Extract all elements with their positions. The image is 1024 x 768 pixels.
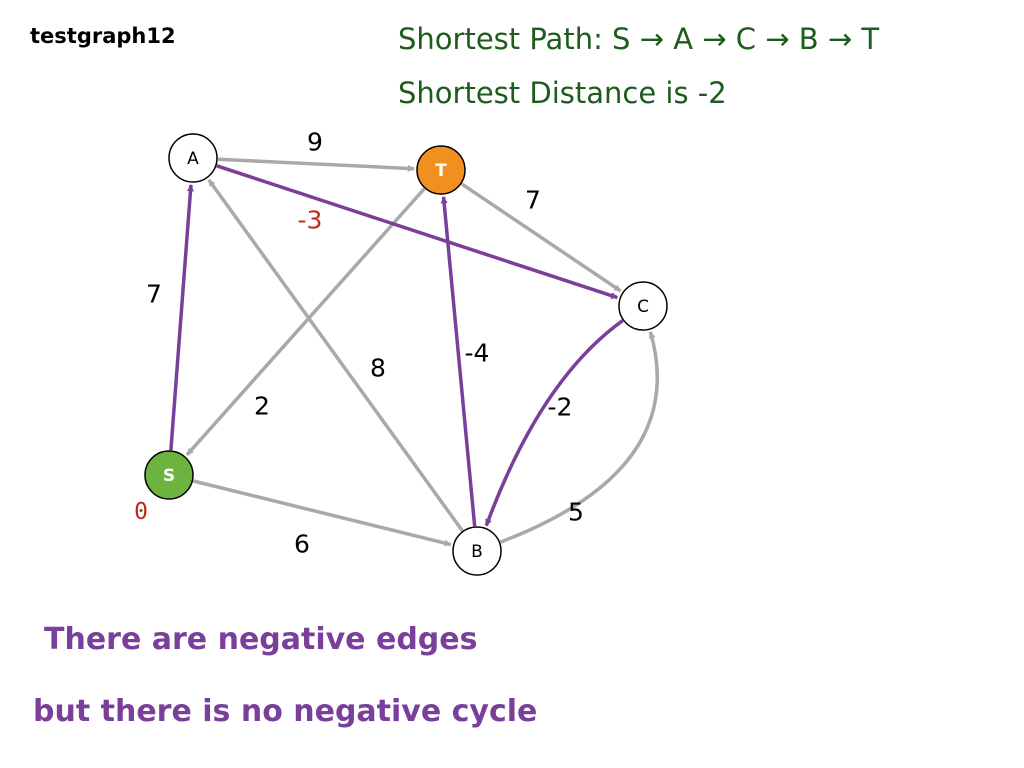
node-circle-c [618,281,668,331]
edge-weight-b-c: 5 [568,498,584,527]
node-label-a: A [187,149,199,169]
nodes-layer: A T C S B 0 [134,133,668,576]
node-circle-a [168,133,218,183]
edge-s-a [169,184,194,451]
node-t: T [416,145,466,195]
edge-a-c [216,164,619,300]
graph-name: testgraph12 [30,24,176,48]
note-negative-edges: There are negative edges [44,622,478,657]
node-c: C [618,281,668,331]
edge-weight-t-c: 7 [525,186,541,215]
edge-weight-c-b: -2 [548,393,573,422]
node-label-s: S [163,466,175,486]
edge-weight-b-a: 8 [370,354,386,383]
edge-b-a [207,178,464,532]
node-circle-b [452,526,502,576]
edge-weight-s-b: 6 [294,530,310,559]
edge-a-t [217,157,415,172]
edges-layer [169,157,660,547]
edge-weight-s-a: 7 [146,280,162,309]
edge-c-b [484,319,624,527]
node-label-t: T [435,161,447,181]
edge-weight-a-t: 9 [307,128,323,157]
edge-s-b [192,479,452,547]
edge-t-s [185,187,426,457]
note-no-negative-cycle: but there is no negative cycle [33,694,538,729]
node-a: A [168,133,218,183]
edge-weight-b-t: -4 [465,339,490,368]
node-label-b: B [471,542,483,562]
edge-weight-a-c: -3 [298,206,323,235]
node-circle-s [144,450,194,500]
edge-weight-t-s: 2 [254,392,270,421]
edge-b-t [440,196,477,527]
source-distance-label: 0 [134,499,148,525]
node-label-c: C [637,297,649,317]
edge-labels-layer: 9 7 2 8 6 5 -3 7 -4 -2 [146,128,584,559]
node-circle-t [416,145,466,195]
edge-t-c [460,182,622,293]
shortest-path-text: Shortest Path: S → A → C → B → T [398,22,880,56]
node-s: S [144,450,194,500]
shortest-distance-text: Shortest Distance is -2 [398,76,727,110]
edge-b-c [499,331,660,544]
node-b: B [452,526,502,576]
